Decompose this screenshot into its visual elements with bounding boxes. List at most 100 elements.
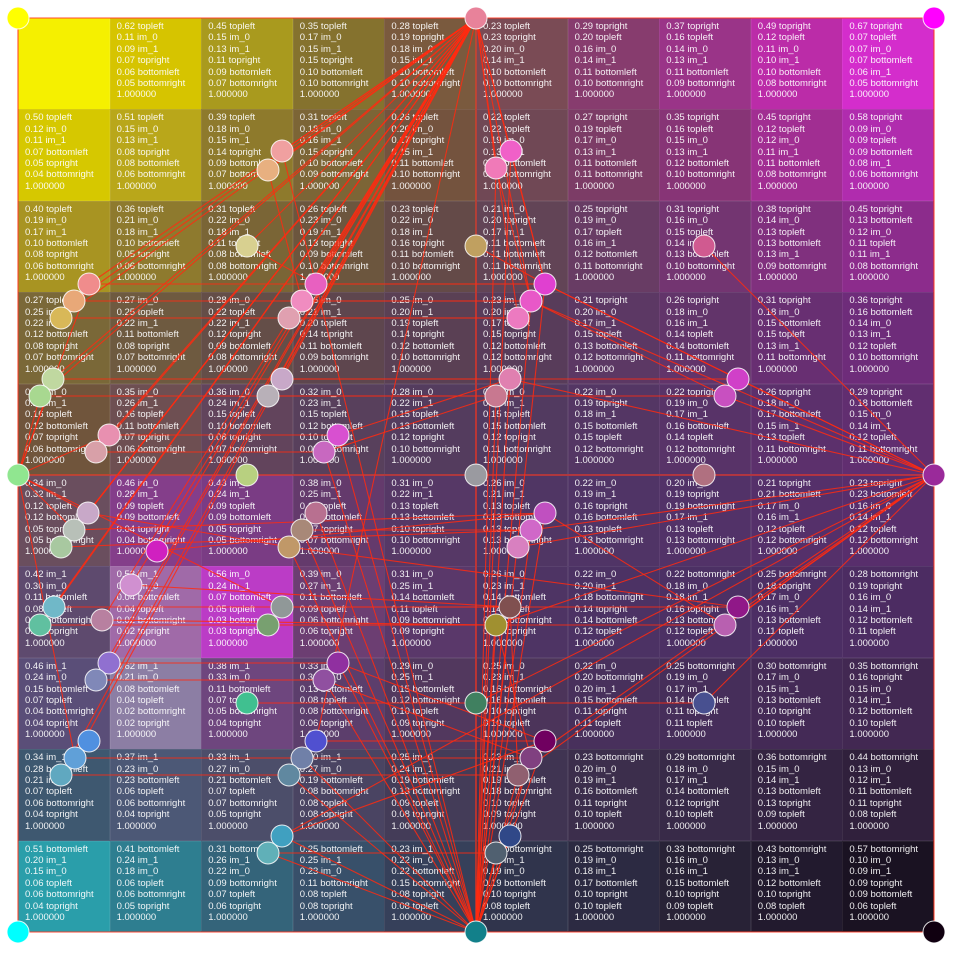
graph-edge [530,300,726,397]
cell-weight-label: 0.11 bottomleft [116,420,179,432]
cell-weight-label: 0.25 im_1 [299,854,342,866]
cell-weight-label: 1.000000 [483,89,523,101]
cell-weight-label: 0.25 topright [574,203,628,215]
cell-weight-label: 0.10 topright [666,889,720,901]
cell-weight-label: 0.19 im_0 [25,215,67,227]
graph-edge [156,512,546,552]
cell-weight-label: 0.11 im_0 [116,32,158,44]
cell-weight-label: 0.12 bottomright [574,352,644,364]
cell-weight-label: 0.15 bottomleft [25,683,88,695]
cell-weight-label: 0.05 topright [116,900,170,912]
cell-weight-label: 0.13 topleft [757,432,805,444]
cell-weight-label: 0.16 bottomleft [666,420,730,432]
cell-weight-label: 0.17 bottomleft [757,409,821,421]
cell-weight-label: 0.08 topright [391,889,445,901]
cell-weight-label: 1.000000 [299,911,340,923]
graph-edge [475,474,935,704]
cell-weight-label: 0.12 topright [483,626,536,638]
cell-weight-label: 0.14 topright [299,329,353,341]
cell-weight-label: 0.02 topright [116,717,170,729]
cell-weight-label: 0.11 bottomleft [299,512,362,524]
graph-node [519,518,543,542]
cell-weight-label: 0.21 im_1 [483,489,525,501]
cell-weight-label: 0.04 topright [116,809,170,821]
graph-node [256,613,280,637]
cell-weight-label: 1.000000 [391,546,432,558]
cell-weight-label: 0.15 im_0 [757,763,800,775]
cell-weight-label: 1.000000 [299,89,340,101]
cell-weight-label: 0.19 im_0 [574,854,617,866]
graph-node [62,289,86,313]
cell-weight-label: 0.25 topleft [116,306,164,318]
cell-weight-label: 0.44 bottomright [849,752,919,764]
cell-weight-label: 1.000000 [483,911,523,923]
graph-edge [17,395,41,476]
cell-weight-label: 0.18 im_1 [116,226,159,238]
cell-weight-label: 0.10 bottomleft [25,237,88,249]
cell-weight-label: 0.06 topleft [116,877,164,889]
cell-weight-label: 0.35 topright [666,112,720,124]
cell-weight-label: 0.23 im_1 [483,580,525,592]
cell-weight-label: 1.000000 [391,180,432,192]
graph-node [464,6,488,30]
cell-weight-label: 0.11 topleft [666,717,713,729]
cell-weight-label: 1.000000 [757,454,798,466]
cell-weight-label: 0.07 topleft [208,786,256,798]
cell-weight-label: 0.29 bottomright [666,752,735,764]
cell-weight-label: 0.08 bottomright [299,706,369,718]
cell-weight-label: 0.51 bottomleft [25,843,88,855]
cell-weight-label: 0.12 bottomleft [757,877,821,889]
cell-weight-label: 0.15 topleft [574,432,622,444]
cell-weight-label: 0.17 im_0 [757,500,800,512]
graph-node [6,463,30,487]
cell-weight-label: 0.26 topleft [299,203,347,215]
cell-weight-label: 0.11 topleft [757,626,805,638]
graph-node [290,518,314,542]
cell-weight-label: 0.15 im_0 [116,123,159,135]
cell-weight-label: 0.25 im_0 [25,306,67,318]
cell-weight-label: 1.000000 [116,180,157,192]
graph-edge [703,474,935,704]
graph-node [499,139,523,163]
cell-weight-label: 0.14 topright [574,603,628,615]
cell-weight-label: 0.16 im_1 [666,866,708,878]
cell-weight-label: 0.08 topright [116,340,170,352]
cell-weight-label: 0.17 bottomleft [574,877,638,889]
cell-weight-label: 0.10 bottomleft [299,157,363,169]
cell-weight-label: 0.10 bottomleft [208,420,272,432]
cell-weight-label: 0.06 bottomright [116,889,186,901]
cell-weight-label: 1.000000 [25,272,65,284]
cell-weight-label: 0.15 topleft [208,409,256,421]
cell-weight-label: 0.13 bottomleft [757,786,821,798]
cell-weight-label: 0.10 im_1 [757,55,800,67]
cell-weight-label: 0.13 im_1 [116,135,159,147]
cell-weight-label: 0.14 im_0 [757,215,800,227]
cell-weight-label: 1.000000 [849,272,890,284]
cell-weight-label: 0.11 im_0 [757,43,799,55]
cell-weight-label: 0.15 topright [483,329,536,341]
cell-weight-label: 0.13 bottomleft [391,420,455,432]
graph-node [692,691,716,715]
cell-weight-label: 0.13 bottomright [666,535,735,546]
cell-weight-label: 0.24 im_0 [25,672,67,684]
cell-weight-label: 0.06 topleft [849,900,897,912]
cell-weight-label: 0.19 im_0 [574,215,617,227]
cell-weight-label: 0.23 topright [849,478,903,489]
cell-weight-label: 0.13 bottomleft [483,512,546,524]
cell-weight-label: 0.62 im_1 [116,660,159,672]
graph-edge [281,835,477,933]
cell-weight-label: 1.000000 [757,637,798,649]
cell-weight-label: 0.26 topright [666,295,720,307]
cell-weight-label: 0.21 im_0 [116,672,159,684]
graph-node [235,234,259,258]
cell-weight-label: 0.19 im_0 [483,135,525,147]
cell-weight-label: 0.15 topleft [666,226,714,238]
cell-weight-label: 0.15 topright [299,146,353,158]
